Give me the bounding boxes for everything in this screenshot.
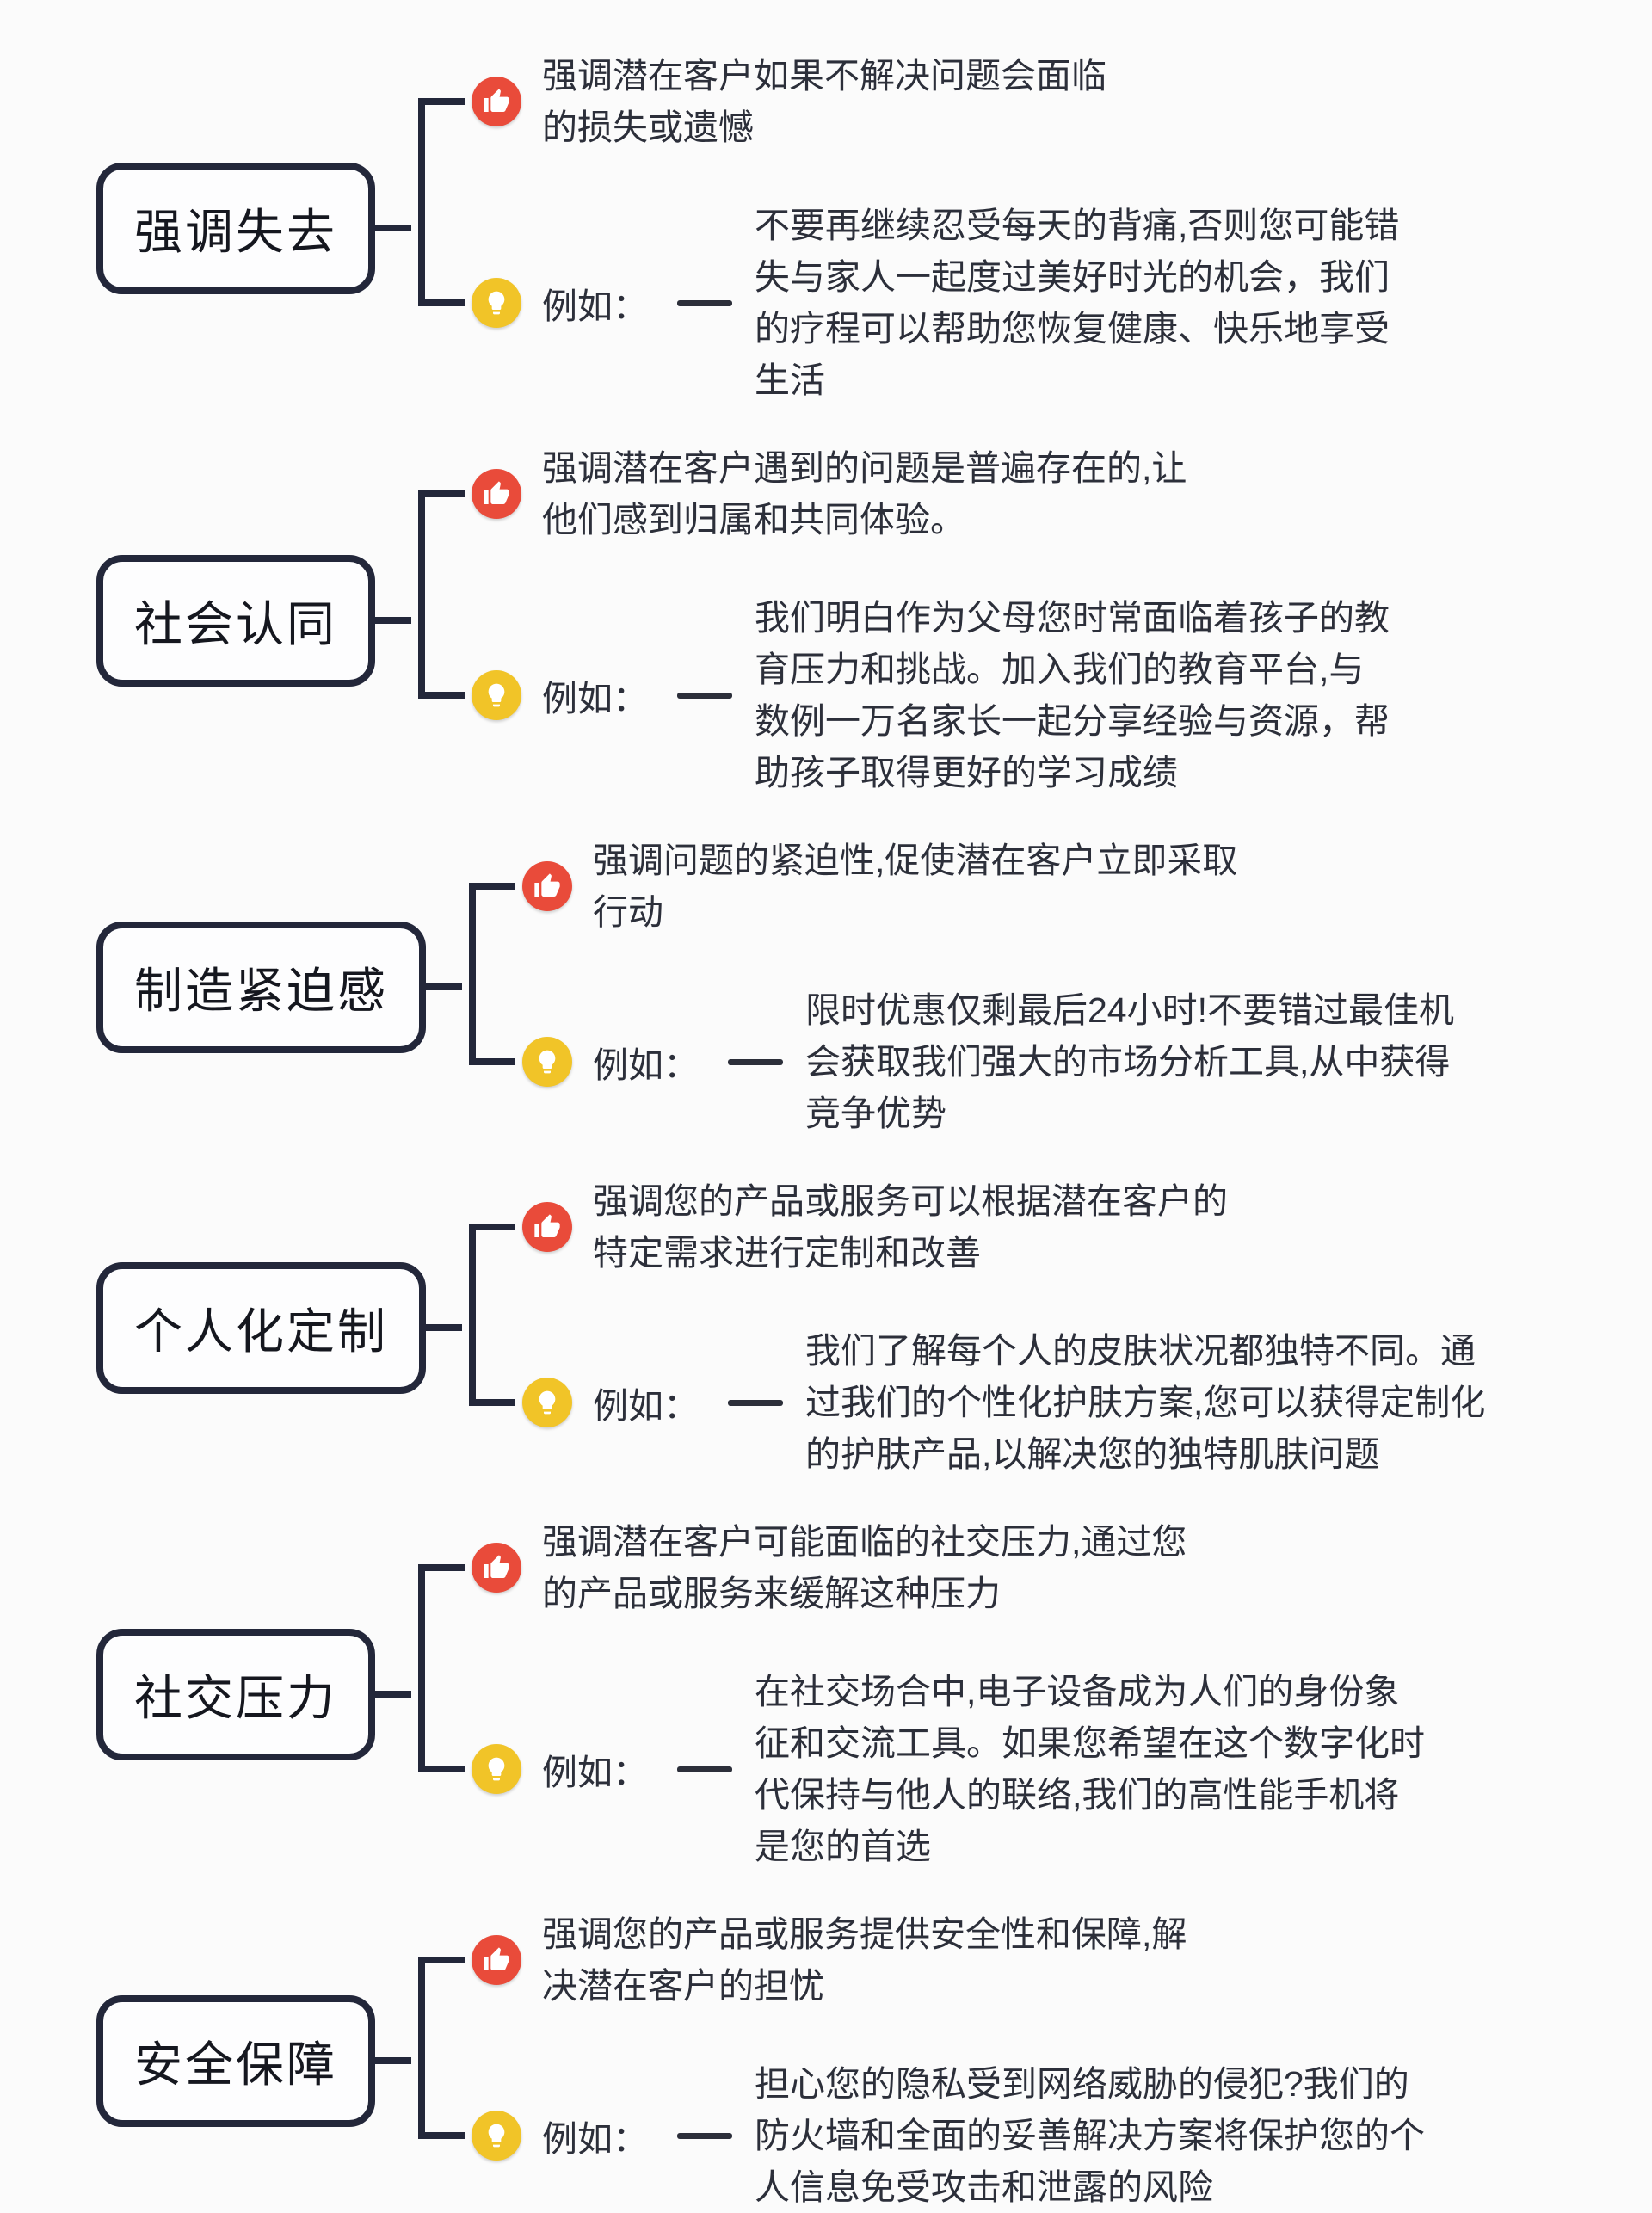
lightbulb-icon (472, 670, 521, 720)
example-branch[interactable]: 例如： 担心您的隐私受到网络威胁的侵犯?我们的 防火墙和全面的妥善解决方案将保护… (418, 2058, 1425, 2213)
example-branch[interactable]: 例如： 在社交场合中,电子设备成为人们的身份象 征和交流工具。如果您希望在这个数… (418, 1666, 1425, 1872)
example-text: 不要再继续忍受每天的背痛,否则您可能错 失与家人一起度过美好时光的机会，我们 的… (755, 206, 1400, 400)
thumbs-up-icon (472, 77, 521, 126)
example-text: 我们了解每个人的皮肤状况都独特不同。通 过我们的个性化护肤方案,您可以获得定制化… (805, 1331, 1486, 1474)
example-label: 例如： (593, 1386, 699, 1426)
node-title-security-guarantee[interactable]: 安全保障 (96, 1994, 375, 2127)
node-title-social-proof[interactable]: 社会认同 (96, 554, 375, 687)
example-label: 例如： (542, 1753, 648, 1792)
lightbulb-icon (472, 2111, 521, 2161)
example-text: 在社交场合中,电子设备成为人们的身份象 征和交流工具。如果您希望在这个数字化时 … (755, 1672, 1425, 1866)
example-branch[interactable]: 例如： 不要再继续忍受每天的背痛,否则您可能错 失与家人一起度过美好时光的机会，… (418, 200, 1399, 406)
branches: 强调问题的紧迫性,促使潜在客户立即采取 行动 例如： 限时优惠仅剩最后24小时!… (469, 835, 1454, 1139)
point-text: 强调潜在客户如果不解决问题会面临 的损失或遗憾 (542, 56, 1106, 147)
branches: 强调您的产品或服务提供安全性和保障,解 决潜在客户的担忧 例如： 担心您的隐私受… (418, 1908, 1425, 2213)
mindmap-group: 制造紧迫感 强调问题的紧迫性,促使潜在客户立即采取 行动 例如： 限时优惠仅剩最… (96, 835, 1652, 1139)
dash-connector (677, 692, 732, 699)
mindmap-group: 安全保障 强调您的产品或服务提供安全性和保障,解 决潜在客户的担忧 例如： 担心… (96, 1908, 1652, 2213)
node-title-personalization[interactable]: 个人化定制 (96, 1261, 426, 1394)
point-branch[interactable]: 强调问题的紧迫性,促使潜在客户立即采取 行动 (469, 835, 1454, 984)
point-text: 强调问题的紧迫性,促使潜在客户立即采取 行动 (593, 841, 1238, 932)
example-branch[interactable]: 例如： 我们了解每个人的皮肤状况都独特不同。通 过我们的个性化护肤方案,您可以获… (469, 1325, 1485, 1480)
point-text: 强调潜在客户遇到的问题是普遍存在的,让 他们感到归属和共同体验。 (542, 448, 1187, 539)
point-branch[interactable]: 强调潜在客户可能面临的社交压力,通过您 的产品或服务来缓解这种压力 (418, 1516, 1425, 1666)
dash-connector (728, 1399, 783, 1406)
lightbulb-icon (472, 1744, 521, 1794)
example-branch[interactable]: 例如： 我们明白作为父母您时常面临着孩子的教 育压力和挑战。加入我们的教育平台,… (418, 592, 1390, 798)
node-title-emphasize-loss[interactable]: 强调失去 (96, 162, 375, 294)
example-label: 例如： (593, 1045, 699, 1085)
dash-connector (728, 1058, 783, 1065)
point-branch[interactable]: 强调潜在客户遇到的问题是普遍存在的,让 他们感到归属和共同体验。 (418, 442, 1390, 592)
branches: 强调潜在客户遇到的问题是普遍存在的,让 他们感到归属和共同体验。 例如： 我们明… (418, 442, 1390, 798)
point-branch[interactable]: 强调您的产品或服务提供安全性和保障,解 决潜在客户的担忧 (418, 1908, 1425, 2058)
example-text: 限时优惠仅剩最后24小时!不要错过最佳机 会获取我们强大的市场分析工具,从中获得… (805, 990, 1454, 1133)
node-title-create-urgency[interactable]: 制造紧迫感 (96, 921, 426, 1053)
lightbulb-icon (522, 1378, 572, 1427)
point-text: 强调潜在客户可能面临的社交压力,通过您 的产品或服务来缓解这种压力 (542, 1522, 1187, 1613)
point-text: 强调您的产品或服务可以根据潜在客户的 特定需求进行定制和改善 (593, 1181, 1228, 1273)
point-branch[interactable]: 强调您的产品或服务可以根据潜在客户的 特定需求进行定制和改善 (469, 1175, 1485, 1325)
mindmap-group: 社交压力 强调潜在客户可能面临的社交压力,通过您 的产品或服务来缓解这种压力 例… (96, 1516, 1652, 1872)
branches: 强调潜在客户可能面临的社交压力,通过您 的产品或服务来缓解这种压力 例如： 在社… (418, 1516, 1425, 1872)
example-text: 我们明白作为父母您时常面临着孩子的教 育压力和挑战。加入我们的教育平台,与 数例… (755, 598, 1390, 792)
mindmap-group: 社会认同 强调潜在客户遇到的问题是普遍存在的,让 他们感到归属和共同体验。 例如… (96, 442, 1652, 798)
branches: 强调潜在客户如果不解决问题会面临 的损失或遗憾 例如： 不要再继续忍受每天的背痛… (418, 50, 1399, 406)
mindmap-group: 个人化定制 强调您的产品或服务可以根据潜在客户的 特定需求进行定制和改善 例如：… (96, 1175, 1652, 1480)
mindmap: 强调失去 强调潜在客户如果不解决问题会面临 的损失或遗憾 例如： 不要再继续忍受… (96, 50, 1652, 2213)
lightbulb-icon (472, 278, 521, 328)
thumbs-up-icon (472, 1543, 521, 1593)
thumbs-up-icon (522, 861, 572, 911)
thumbs-up-icon (472, 469, 521, 519)
thumbs-up-icon (472, 1935, 521, 1985)
dash-connector (677, 299, 732, 306)
example-label: 例如： (542, 2119, 648, 2159)
thumbs-up-icon (522, 1202, 572, 1252)
point-branch[interactable]: 强调潜在客户如果不解决问题会面临 的损失或遗憾 (418, 50, 1399, 200)
branches: 强调您的产品或服务可以根据潜在客户的 特定需求进行定制和改善 例如： 我们了解每… (469, 1175, 1485, 1480)
point-text: 强调您的产品或服务提供安全性和保障,解 决潜在客户的担忧 (542, 1914, 1187, 2006)
node-title-social-pressure[interactable]: 社交压力 (96, 1628, 375, 1760)
example-branch[interactable]: 例如： 限时优惠仅剩最后24小时!不要错过最佳机 会获取我们强大的市场分析工具,… (469, 984, 1454, 1139)
lightbulb-icon (522, 1037, 572, 1087)
dash-connector (677, 2132, 732, 2139)
example-text: 担心您的隐私受到网络威胁的侵犯?我们的 防火墙和全面的妥善解决方案将保护您的个 … (755, 2064, 1425, 2207)
example-label: 例如： (542, 287, 648, 326)
example-label: 例如： (542, 679, 648, 718)
mindmap-group: 强调失去 强调潜在客户如果不解决问题会面临 的损失或遗憾 例如： 不要再继续忍受… (96, 50, 1652, 406)
dash-connector (677, 1766, 732, 1772)
